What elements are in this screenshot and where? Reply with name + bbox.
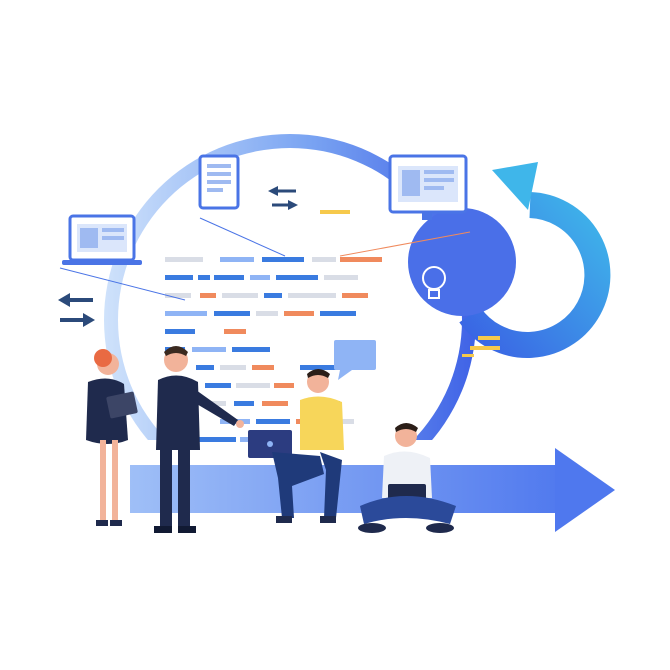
- code-line-segment: [236, 383, 270, 388]
- code-line-segment: [274, 383, 294, 388]
- code-line-segment: [300, 365, 340, 370]
- code-line-segment: [196, 437, 236, 442]
- code-line-segment: [324, 275, 358, 280]
- man-pointing: [154, 346, 244, 533]
- code-line-segment: [234, 401, 254, 406]
- code-line-segment: [165, 257, 203, 262]
- code-line-segment: [276, 275, 318, 280]
- code-line-segment: [214, 311, 250, 316]
- code-line-segment: [165, 275, 193, 280]
- code-line-segment: [220, 257, 254, 262]
- code-line-segment: [214, 275, 244, 280]
- monitor-icon: [339, 154, 471, 257]
- code-line-segment: [252, 365, 274, 370]
- yellow-accents: [320, 210, 500, 357]
- code-line-segment: [288, 293, 336, 298]
- man-with-laptop: [248, 369, 344, 523]
- code-line-segment: [256, 311, 278, 316]
- code-line-segment: [250, 275, 270, 280]
- code-line-segment: [232, 347, 270, 352]
- transfer-arrows-icon: [58, 186, 298, 327]
- code-line-segment: [222, 293, 258, 298]
- code-line-segment: [165, 329, 195, 334]
- code-line-segment: [224, 329, 246, 334]
- man-cross-legged: [358, 423, 456, 533]
- forward-arrow-icon: [130, 448, 615, 532]
- code-line-segment: [165, 311, 207, 316]
- code-line-segment: [205, 383, 231, 388]
- code-line-segment: [320, 311, 356, 316]
- code-line-segment: [262, 257, 304, 262]
- code-line-segment: [196, 365, 214, 370]
- code-line-segment: [262, 401, 288, 406]
- code-line-segment: [220, 365, 246, 370]
- laptop-icon: [59, 214, 186, 301]
- code-line-segment: [264, 293, 282, 298]
- code-line-segment: [165, 293, 191, 298]
- code-line-segment: [256, 419, 290, 424]
- code-line-segment: [200, 293, 216, 298]
- code-line-segment: [312, 257, 336, 262]
- code-line-segment: [340, 257, 382, 262]
- woman-with-tablet: [86, 349, 138, 526]
- code-line-segment: [284, 311, 314, 316]
- code-line-segment: [192, 347, 226, 352]
- code-line-segment: [198, 275, 210, 280]
- document-icon: [198, 154, 286, 257]
- chat-bubble-icon: [334, 340, 376, 380]
- code-line-segment: [342, 293, 368, 298]
- lightbulb-icon: [422, 266, 446, 299]
